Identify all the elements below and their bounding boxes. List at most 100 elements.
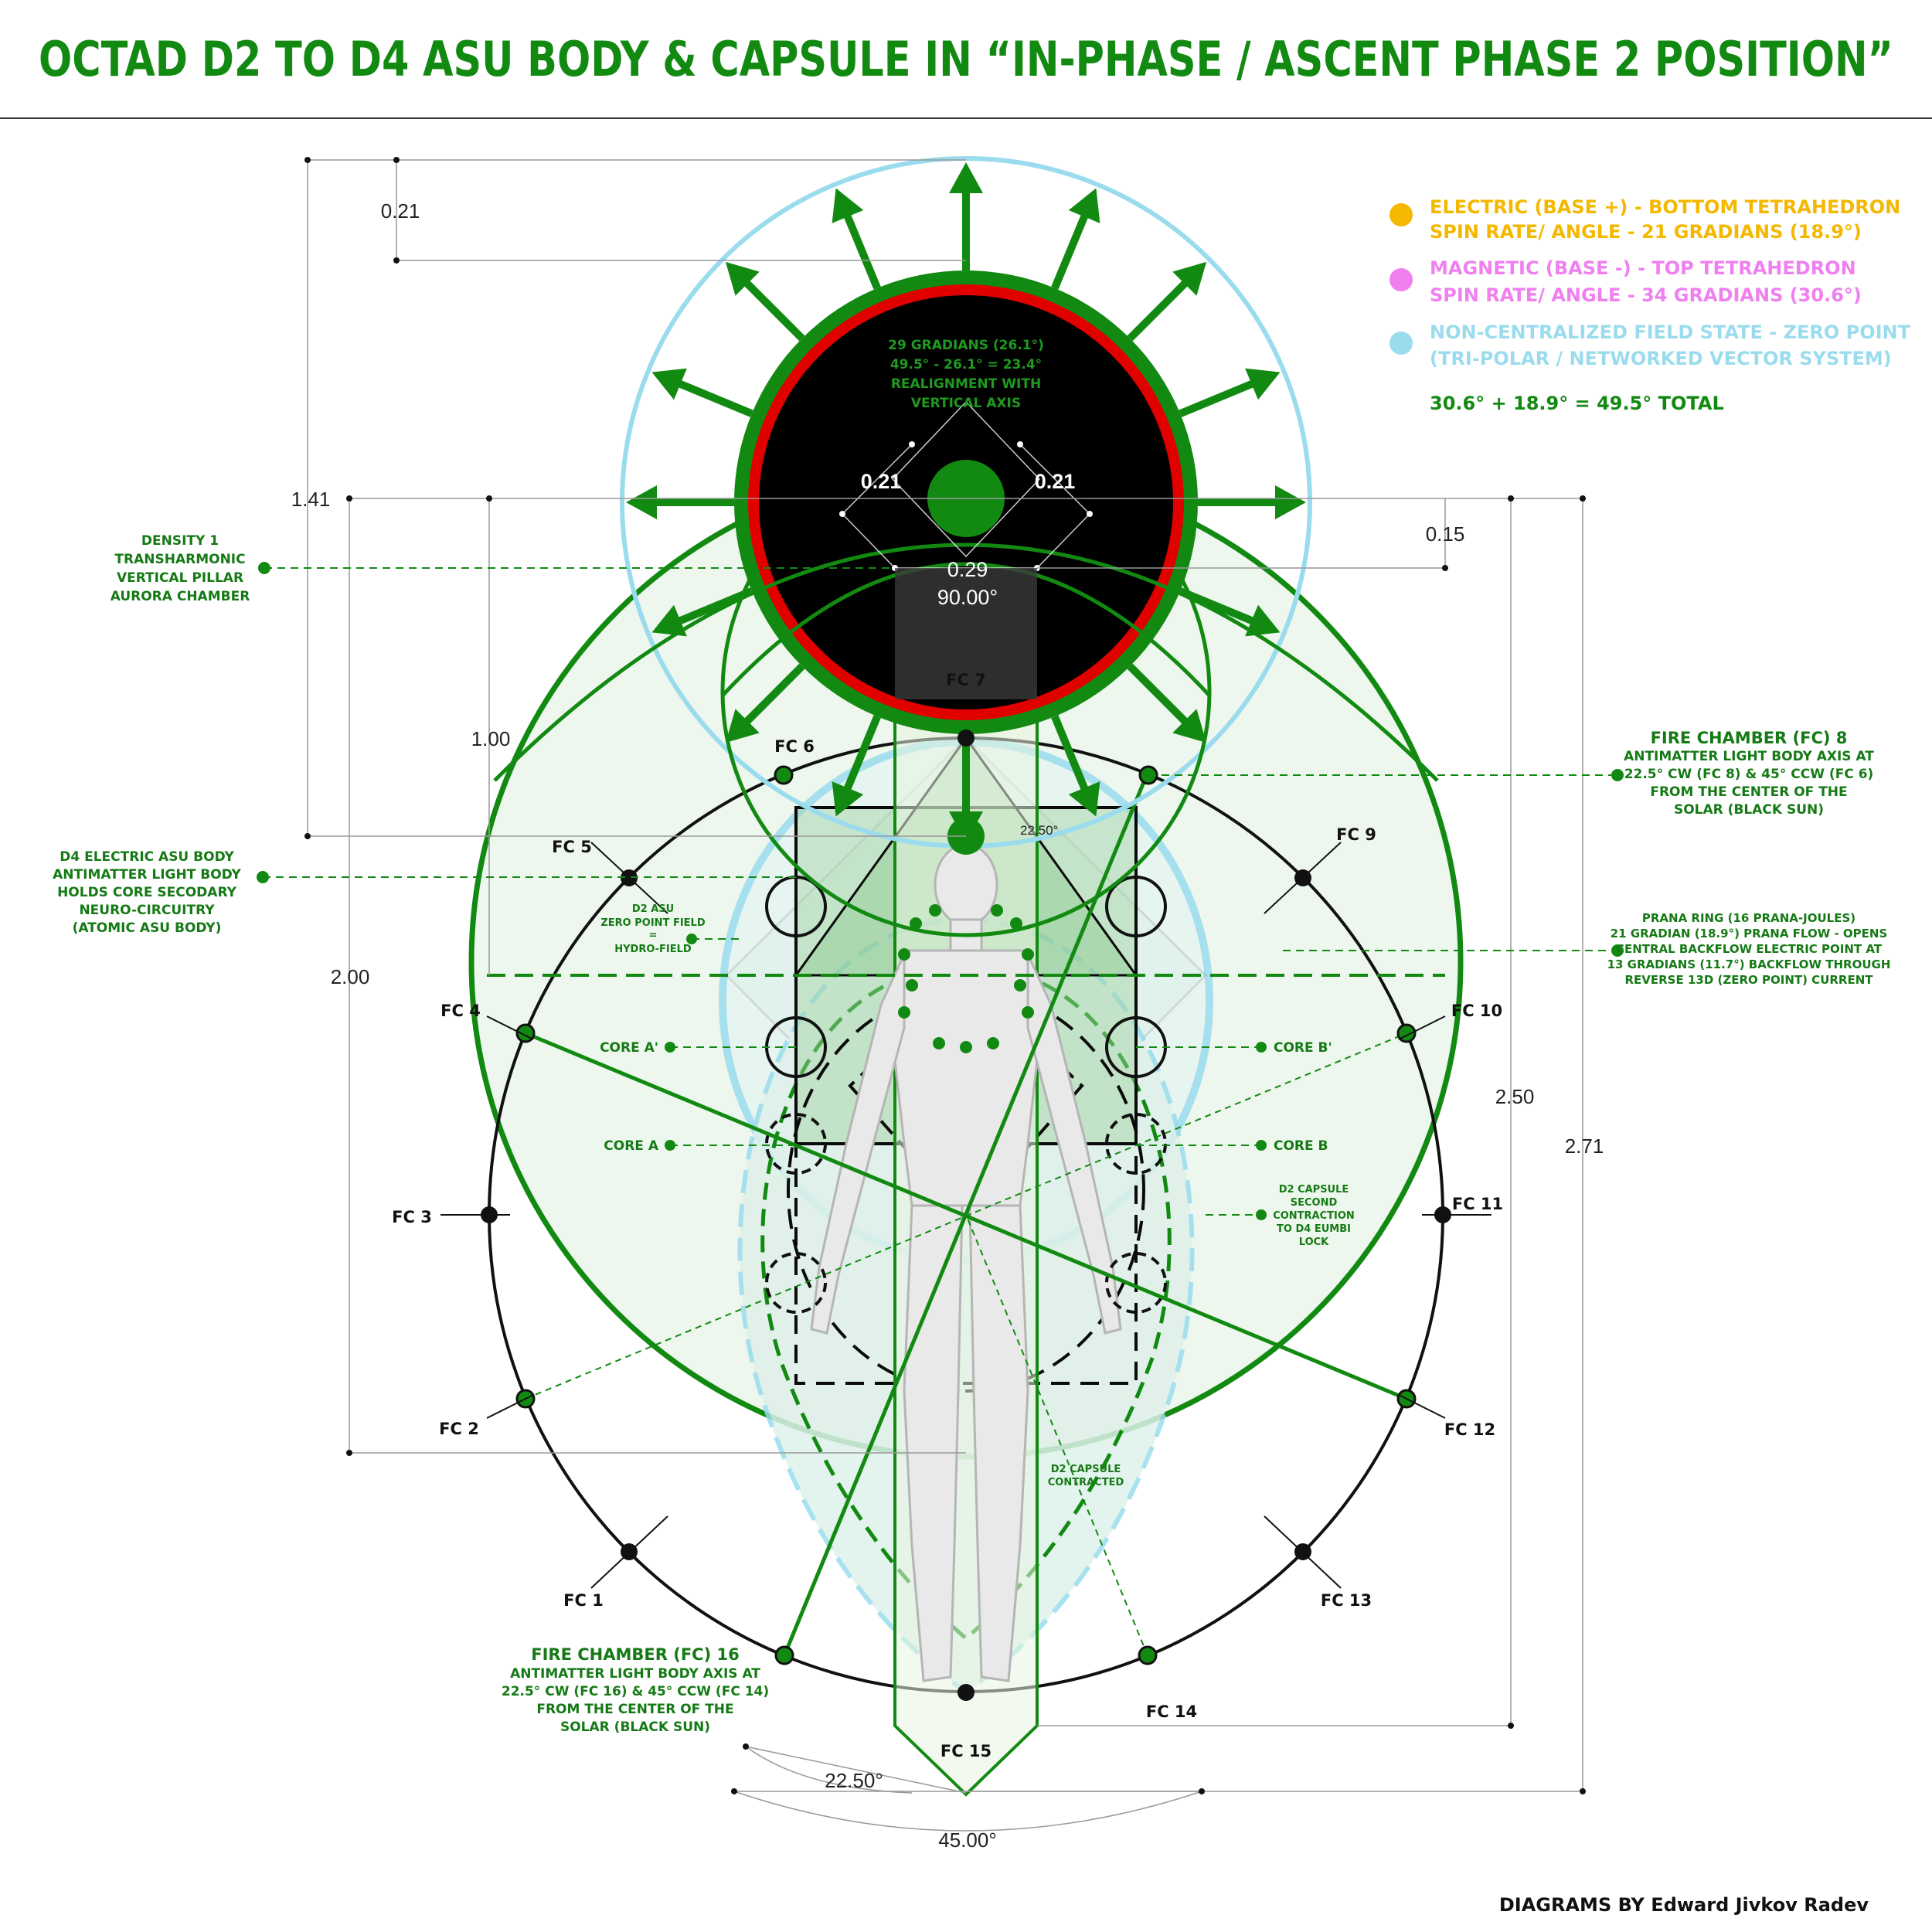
dim-45: 45.00° (938, 1828, 996, 1852)
sun-point (839, 511, 845, 517)
core-circle-tr (1105, 876, 1167, 937)
leader-lines (263, 567, 1617, 1216)
leader-dots (257, 562, 1624, 1220)
axis-fc14 (965, 1214, 1148, 1656)
fc6-label: FC 6 (774, 737, 815, 756)
fc8-body-1: ANTIMATTER LIGHT BODY AXIS AT (1624, 749, 1874, 764)
radiating-arrow-head (832, 188, 864, 223)
fc16-point (774, 1645, 794, 1665)
sun-text-2: 49.5° - 26.1° = 23.4° (890, 357, 1042, 372)
leader-dot-d2cap2 (1256, 1209, 1267, 1220)
fc-tick (1264, 842, 1342, 914)
density-label-2: TRANSHARMONIC (114, 552, 245, 567)
circuit-dot (987, 1037, 999, 1049)
d4-label-3: HOLDS CORE SECODARY (57, 885, 237, 900)
sun-line (1036, 513, 1090, 569)
radiating-arrow-head (725, 261, 760, 296)
circuit-dot (991, 904, 1003, 917)
dim-015: 0.15 (1426, 522, 1465, 546)
fc7-label: FC 7 (946, 671, 986, 689)
axis-fc16-fc8 (782, 772, 1150, 1656)
dim-250: 2.50 (1495, 1085, 1535, 1108)
legend-zero-point-dot (1389, 332, 1413, 355)
d2asu-label-2: ZERO POINT FIELD (600, 917, 705, 929)
leader-dot-fc8 (1611, 769, 1624, 781)
pillar-top-overlay (895, 568, 1037, 699)
radiating-arrow-shaft (841, 208, 881, 290)
dim-2250: 22.50° (825, 1769, 883, 1792)
core-a1-label: CORE A' (600, 1040, 658, 1056)
circuit-dot (1022, 1006, 1034, 1019)
core-b-label: CORE B (1274, 1138, 1328, 1154)
fc-tick (1398, 1394, 1446, 1419)
d2asu-label-4: HYDRO-FIELD (614, 944, 692, 955)
legend-magnetic-line2: SPIN RATE/ ANGLE - 34 GRADIANS (30.6°) (1430, 284, 1862, 306)
dim-141: 1.41 (291, 488, 331, 511)
fc-ticks (440, 842, 1492, 1589)
core-circle-bl (765, 1252, 827, 1314)
dim-021-left: 0.21 (861, 470, 902, 493)
core-b1-label: CORE B' (1274, 1040, 1332, 1056)
radiating-arrow-head (651, 604, 687, 637)
fc9-label: FC 9 (1336, 825, 1376, 844)
sun-point (1087, 511, 1093, 517)
sun-line (1019, 444, 1090, 515)
prana-label-4: 13 GRADIANS (11.7°) BACKFLOW THROUGH (1607, 957, 1891, 971)
fc15-point (957, 1684, 975, 1701)
legend: ELECTRIC (BASE +) - BOTTOM TETRAHEDRON S… (1389, 196, 1911, 414)
legend-zero-point-line2: (TRI-POLAR / NETWORKED VECTOR SYSTEM) (1430, 348, 1892, 369)
thin-axis-lines (525, 1032, 1407, 1656)
radiating-arrow-shaft (672, 377, 753, 417)
dim-dot (304, 833, 311, 839)
dim-dot (743, 1743, 749, 1750)
radiating-arrow-head (1245, 368, 1281, 400)
d2cap2-label-1: D2 CAPSULE (1279, 1184, 1349, 1196)
circuit-dot (1014, 979, 1026, 992)
prana-label-1: PRANA RING (16 PRANA-JOULES) (1642, 911, 1855, 925)
density-label-1: DENSITY 1 (141, 533, 219, 549)
radiating-arrow-shaft (672, 587, 753, 628)
d2cap2-label-4: TO D4 EUMBI (1277, 1223, 1351, 1235)
dim-dot (1580, 1788, 1586, 1794)
fc-tick (1264, 1515, 1342, 1589)
core-a-label: CORE A (604, 1138, 659, 1154)
dim-dot (346, 495, 352, 502)
radiating-arrow-shaft (739, 663, 805, 730)
radiating-arrow-head (832, 781, 864, 817)
diagram-title: OCTAD D2 TO D4 ASU BODY & CAPSULE IN “IN… (39, 31, 1893, 87)
prana-label-5: REVERSE 13D (ZERO POINT) CURRENT (1624, 973, 1873, 987)
d4-label-1: D4 ELECTRIC ASU BODY (60, 849, 234, 865)
density-label-3: VERTICAL PILLAR (117, 570, 243, 586)
dim-021-top: 0.21 (381, 199, 420, 223)
d4-label-5: (ATOMIC ASU BODY) (73, 920, 222, 936)
fc-tick (486, 1015, 534, 1040)
circuit-dot (960, 1041, 972, 1053)
fc-tick (590, 1515, 668, 1589)
radiating-arrow-shaft (1179, 377, 1260, 417)
sun-green-arc-1 (493, 543, 1439, 782)
leader-dot-core-b1 (1256, 1042, 1267, 1053)
prana-label-3: CENTRAL BACKFLOW ELECTRIC POINT AT (1616, 942, 1883, 956)
sun-green-arc-2 (721, 562, 1211, 697)
dim-271: 2.71 (1565, 1134, 1604, 1158)
dim-021-right: 0.21 (1035, 470, 1076, 493)
sun-line (842, 444, 913, 515)
radiating-arrow-shaft (739, 275, 805, 342)
sun-line (842, 513, 896, 569)
dim-029: 0.29 (947, 558, 988, 581)
dim-100: 1.00 (471, 727, 511, 750)
d2cap-label-2: CONTRACTED (1048, 1477, 1124, 1488)
fc16-body-3: FROM THE CENTER OF THE (536, 1702, 733, 1717)
leader-dot-core-a (665, 1140, 675, 1151)
legend-magnetic-dot (1389, 268, 1413, 291)
dim-dot (393, 157, 400, 163)
fc2-label: FC 2 (439, 1420, 479, 1438)
figure-left-arm (810, 954, 906, 1335)
circuit-dot (898, 1006, 910, 1019)
radiating-arrow-head (1245, 604, 1281, 637)
fc16-body-2: 22.5° CW (FC 16) & 45° CCW (FC 14) (502, 1684, 769, 1699)
radiating-arrow-head (1068, 781, 1100, 817)
fc7-point (957, 730, 975, 747)
circuit-dot (906, 979, 918, 992)
sun-point (909, 441, 915, 447)
